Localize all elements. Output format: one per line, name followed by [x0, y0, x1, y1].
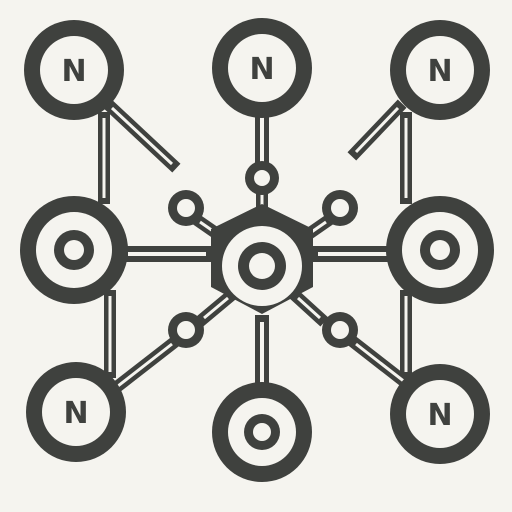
node-top-right-label: N — [427, 54, 452, 89]
small-node-lower-left — [168, 312, 204, 348]
node-bottom-right-label: N — [427, 398, 452, 433]
connector-node-lr-hub — [289, 289, 329, 327]
connector-node-ll-bottom-left — [109, 335, 181, 395]
node-top-right: N — [390, 20, 490, 120]
node-top-center: N — [212, 18, 312, 118]
node-bottom-left: N — [26, 362, 126, 462]
hexagon-hub-icon — [211, 204, 313, 314]
connector-top-left-diagonal — [103, 99, 181, 173]
small-node-upper-left — [168, 190, 204, 226]
node-top-left: N — [24, 20, 124, 120]
node-top-center-label: N — [249, 52, 274, 87]
node-top-left-label: N — [61, 54, 86, 89]
node-bottom-center-ring-icon — [212, 382, 312, 482]
small-node-top — [245, 161, 279, 195]
node-bottom-right: N — [390, 364, 490, 464]
connector-node-lr-bottom-right — [347, 335, 419, 395]
node-mid-right-ring-icon — [386, 196, 494, 304]
small-node-upper-right — [322, 190, 358, 226]
connector-top-right-diagonal — [347, 99, 407, 161]
small-node-lower-right — [322, 312, 358, 348]
node-mid-left-ring-icon — [20, 196, 128, 304]
node-bottom-left-label: N — [63, 396, 88, 431]
connector-node-ll-hub — [195, 289, 237, 327]
